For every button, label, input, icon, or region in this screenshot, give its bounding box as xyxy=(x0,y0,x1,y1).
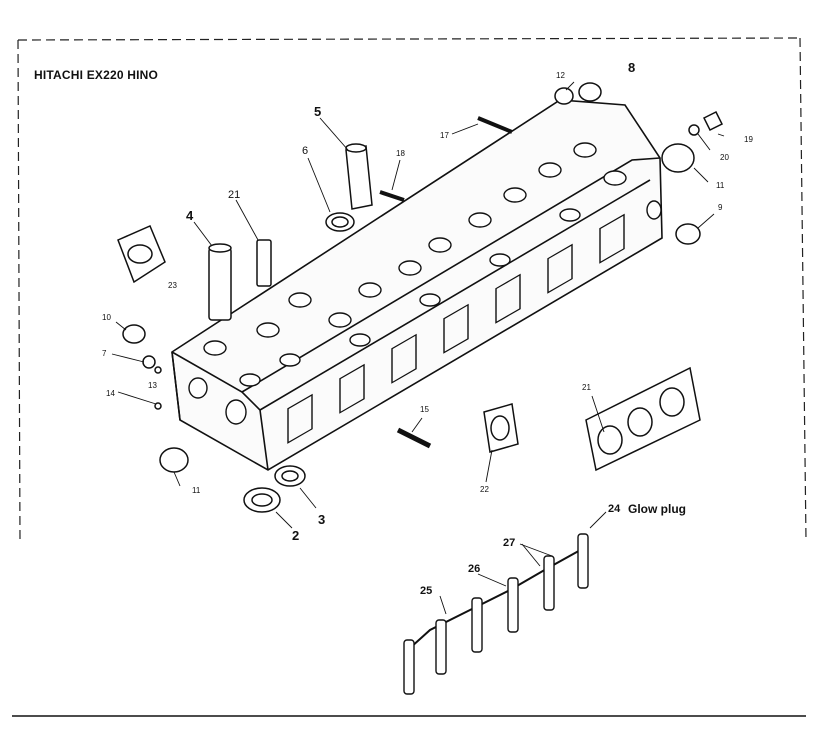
callout-8: 8 xyxy=(628,60,635,75)
part-11-ring-left xyxy=(159,447,189,473)
part-19-fitting xyxy=(702,110,724,132)
dashed-frame xyxy=(17,37,807,541)
part-10-plug xyxy=(122,324,146,344)
part-4-tube xyxy=(208,247,232,321)
glow-plug xyxy=(577,533,589,589)
callout-27: 27 xyxy=(503,537,515,549)
rear-face-holes xyxy=(188,200,662,425)
callout-19: 19 xyxy=(744,135,753,144)
glow-plug-set xyxy=(403,533,589,695)
callout-13: 13 xyxy=(148,381,157,390)
callout-21: 21 xyxy=(228,189,240,201)
glow-plug xyxy=(435,619,447,675)
callout-5: 5 xyxy=(314,104,321,119)
callout-11-left: 11 xyxy=(192,486,201,495)
part-14-ball xyxy=(154,402,162,410)
glow-plug xyxy=(543,555,555,611)
part-17-stud xyxy=(477,116,513,134)
part-13-ball xyxy=(154,366,162,374)
callout-17: 17 xyxy=(440,131,449,140)
part-7-plug xyxy=(142,355,156,369)
callout-4: 4 xyxy=(186,208,194,223)
diagram-title: HITACHI EX220 HINO xyxy=(34,68,159,82)
glow-plug xyxy=(403,639,415,695)
parts xyxy=(117,82,724,513)
part-18-stud xyxy=(379,190,405,202)
callout-20: 20 xyxy=(720,153,729,162)
callout-12: 12 xyxy=(556,71,565,80)
part-11-plug-right xyxy=(661,143,695,173)
callout-22: 22 xyxy=(480,485,489,494)
callout-14: 14 xyxy=(106,389,115,398)
part-12-cap xyxy=(554,87,574,105)
cylinder-head xyxy=(171,99,663,471)
glow-plug xyxy=(507,577,519,633)
callout-7: 7 xyxy=(102,349,107,358)
callout-23: 23 xyxy=(168,281,177,290)
callout-2: 2 xyxy=(292,528,299,543)
exhaust-ports xyxy=(287,213,625,444)
callout-25: 25 xyxy=(420,585,432,597)
part-21-pin xyxy=(256,239,272,287)
leader-lines xyxy=(111,81,725,615)
glow-plug xyxy=(471,597,483,653)
part-20-washer xyxy=(688,124,700,136)
callout-26: 26 xyxy=(468,563,480,575)
part-15-stud xyxy=(396,427,432,449)
callout-9: 9 xyxy=(718,203,723,212)
callout-10: 10 xyxy=(102,313,111,322)
callout-15: 15 xyxy=(420,405,429,414)
part-9-ring xyxy=(675,223,701,245)
part-5-sleeve xyxy=(345,145,373,210)
callout-11-right: 11 xyxy=(716,181,725,190)
callout-21-gasket: 21 xyxy=(582,383,591,392)
callout-3: 3 xyxy=(318,512,325,527)
glow-plug-label: Glow plug xyxy=(628,502,686,516)
callout-18: 18 xyxy=(396,149,405,158)
part-8-cap xyxy=(578,82,602,102)
callout-6: 6 xyxy=(302,145,308,157)
callout-24: 24 xyxy=(608,503,621,515)
valve-bosses xyxy=(203,142,627,387)
callout-labels: 5 6 21 4 23 10 7 13 14 11 2 3 15 17 18 1… xyxy=(102,60,753,597)
